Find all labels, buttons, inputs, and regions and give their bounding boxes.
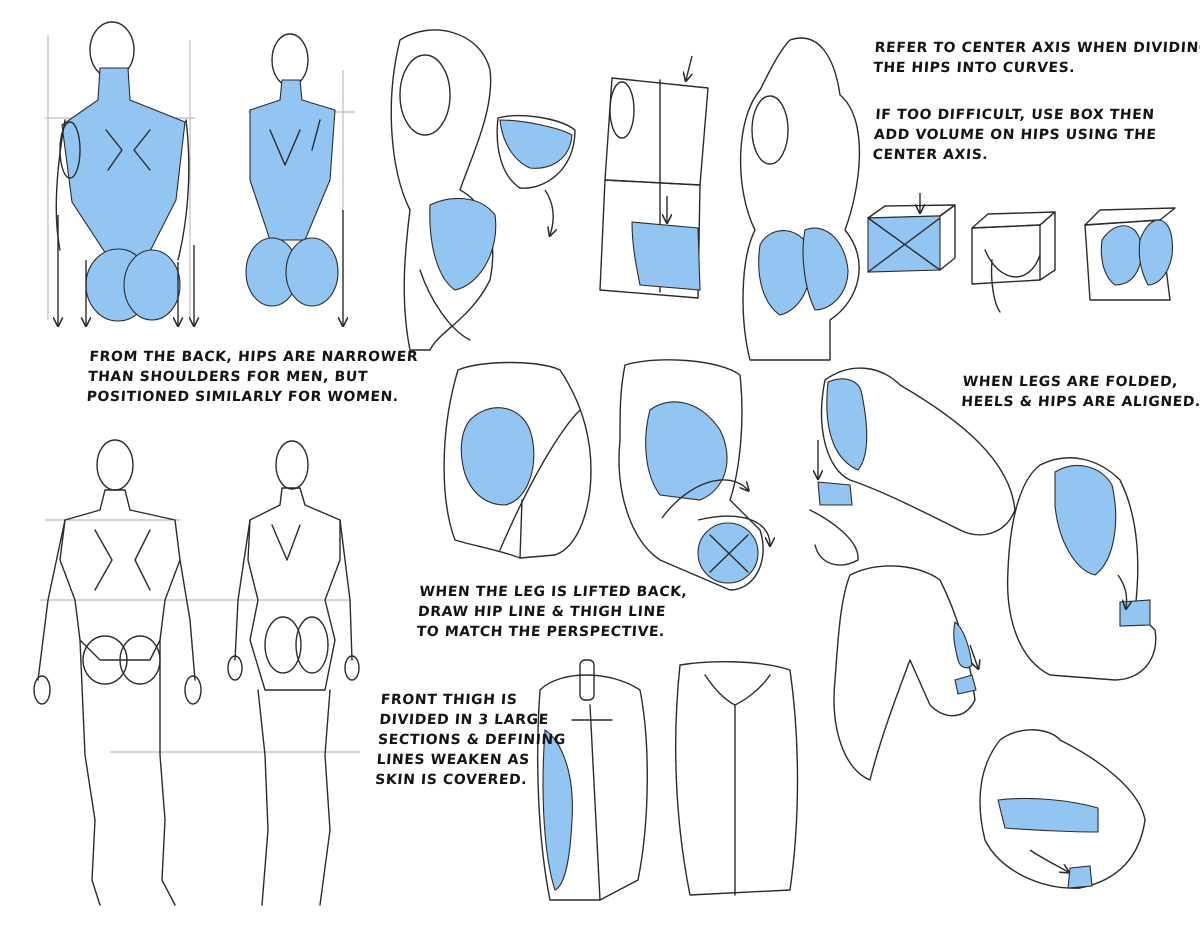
note-back-view: FROM THE BACK, HIPS ARE NARROWER THAN SH… <box>86 349 419 405</box>
front-thigh-sections-sketch <box>537 659 799 901</box>
note-front-thigh: FRONT THIGH IS DIVIDED IN 3 LARGE SECTIO… <box>374 692 567 788</box>
male-back-torso-sketch <box>45 21 195 325</box>
female-full-body-back-sketch <box>227 440 360 906</box>
leg-perspective-sketch <box>618 359 770 591</box>
female-back-torso-sketch <box>245 33 355 325</box>
angled-back-torso-sketch <box>739 37 861 361</box>
folded-legs-sitting-sketch <box>809 367 1157 681</box>
crouching-legs-sketch <box>833 565 1146 889</box>
note-center-axis: REFER TO CENTER AXIS WHEN DIVIDING THE H… <box>872 40 1200 76</box>
box-to-hips-steps-sketch <box>867 193 1176 313</box>
male-full-body-back-sketch <box>33 439 360 906</box>
box-construction-torso-sketch <box>599 55 709 299</box>
note-leg-lifted: WHEN THE LEG IS LIFTED BACK, DRAW HIP LI… <box>416 584 689 640</box>
note-legs-folded: WHEN LEGS ARE FOLDED, HEELS & HIPS ARE A… <box>960 374 1200 410</box>
note-box-tip: IF TOO DIFFICULT, USE BOX THEN ADD VOLUM… <box>872 107 1158 163</box>
twisted-torso-hip-sketch <box>390 29 576 351</box>
lifted-leg-hip-sketch <box>443 361 592 559</box>
